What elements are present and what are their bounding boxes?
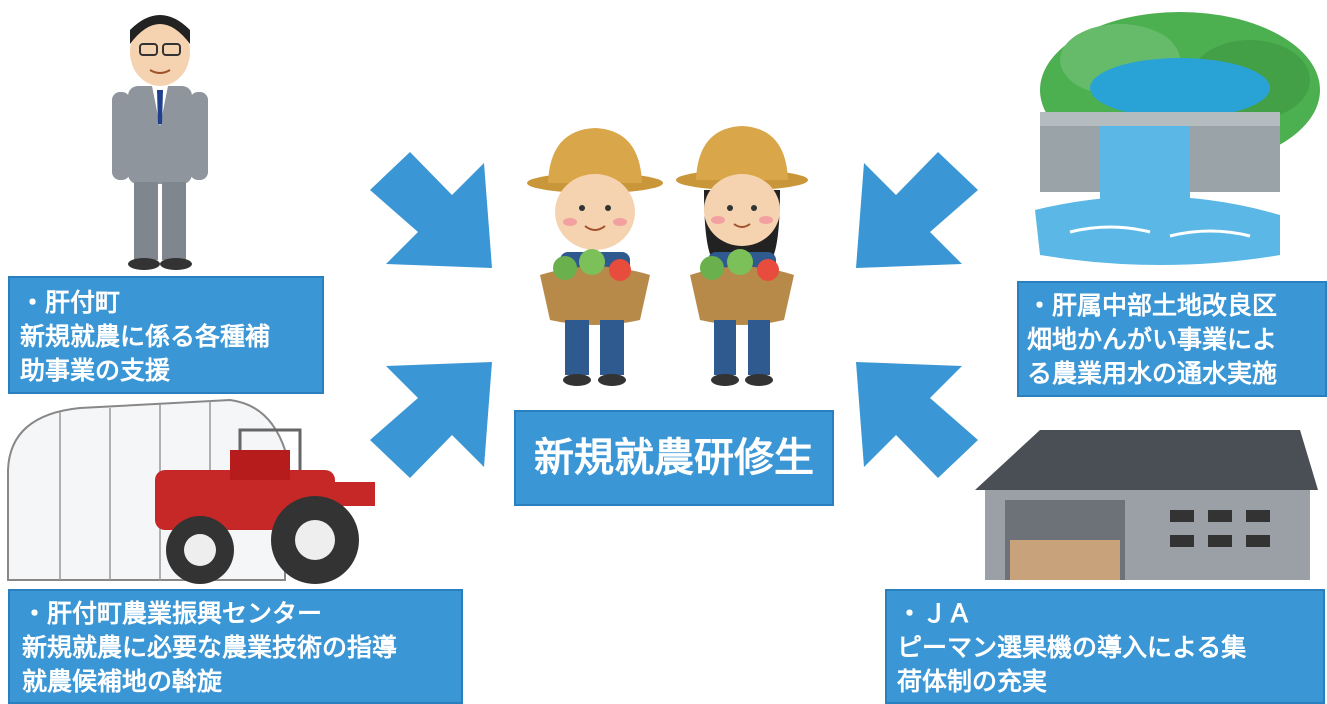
support-line: ・ＪＡ xyxy=(897,599,973,628)
support-box-kimotsuki-town: ・肝付町 新規就農に係る各種補 助事業の支援 xyxy=(8,276,324,394)
official-person-icon xyxy=(112,15,208,270)
support-box-land-improvement-district: ・肝属中部土地改良区 畑地かんがい事業によ る農業用水の通水実施 xyxy=(1017,281,1327,397)
support-line: る農業用水の通水実施 xyxy=(1027,359,1278,388)
farmer-girl-icon xyxy=(676,126,808,386)
support-line: 新規就農に必要な農業技術の指導 xyxy=(22,633,398,662)
warehouse-icon xyxy=(975,430,1318,580)
support-line: 荷体制の充実 xyxy=(897,667,1048,696)
center-trainee-label: 新規就農研修生 xyxy=(514,410,834,506)
support-line: 就農候補地の斡旋 xyxy=(22,667,223,696)
support-box-agri-promotion-center: ・肝付町農業振興センター 新規就農に必要な農業技術の指導 就農候補地の斡旋 xyxy=(8,589,463,704)
support-line: 畑地かんがい事業によ xyxy=(1027,325,1278,354)
support-line: ピーマン選果機の導入による集 xyxy=(897,633,1247,662)
support-line: 新規就農に係る各種補 xyxy=(20,322,271,351)
support-box-ja: ・ＪＡ ピーマン選果機の導入による集 荷体制の充実 xyxy=(885,589,1325,704)
arrow-top-right xyxy=(856,152,978,268)
support-line: ・肝付町農業振興センター xyxy=(22,599,323,628)
support-line: ・肝付町 xyxy=(20,288,121,317)
arrow-bottom-left xyxy=(370,362,492,478)
support-line: 助事業の支援 xyxy=(20,356,171,385)
support-line: ・肝属中部土地改良区 xyxy=(1027,291,1278,320)
arrow-top-left xyxy=(370,152,492,268)
dam-icon xyxy=(1035,12,1320,265)
farmer-boy-icon xyxy=(527,128,663,386)
tractor-greenhouse-icon xyxy=(7,398,375,584)
arrow-bottom-right xyxy=(856,362,978,478)
